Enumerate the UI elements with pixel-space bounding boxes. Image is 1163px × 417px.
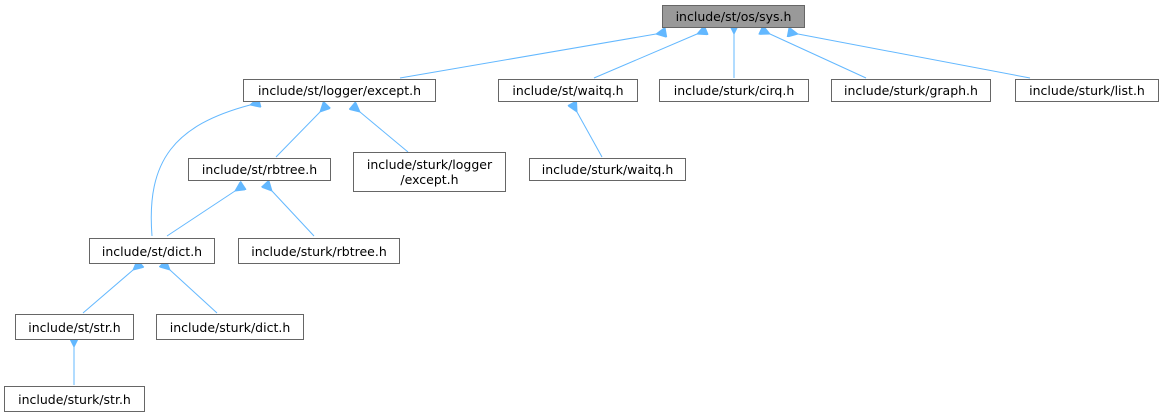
edge-waitq-to-sys	[593, 34, 697, 79]
node-sturk-logger-except-h-line2: /except.h	[400, 172, 459, 187]
node-sturk-str-h[interactable]: include/sturk/str.h	[4, 386, 145, 412]
node-sturk-list-h[interactable]: include/sturk/list.h	[1015, 79, 1159, 102]
node-sturk-cirq-h[interactable]: include/sturk/cirq.h	[659, 79, 809, 102]
node-dict-h[interactable]: include/st/dict.h	[89, 238, 215, 264]
node-sturk-graph-h[interactable]: include/sturk/graph.h	[831, 79, 991, 102]
edge-sturk-rbtree-to-rbtree	[272, 191, 315, 237]
edge-graph-to-sys	[770, 34, 867, 79]
edge-list-to-sys	[798, 34, 1031, 79]
edge-sturk-dict-to-dict	[170, 270, 218, 314]
node-sturk-logger-except-h[interactable]: include/sturk/logger /except.h	[353, 152, 506, 192]
node-sturk-cirq-h-label: include/sturk/cirq.h	[673, 83, 795, 98]
node-sturk-graph-h-label: include/sturk/graph.h	[844, 83, 978, 98]
node-sturk-rbtree-h-label: include/sturk/rbtree.h	[251, 243, 387, 259]
node-sturk-dict-h[interactable]: include/sturk/dict.h	[156, 314, 304, 340]
node-sys-h-label: include/st/os/sys.h	[675, 9, 792, 24]
edges	[74, 34, 1031, 385]
node-waitq-h[interactable]: include/st/waitq.h	[498, 79, 638, 102]
node-rbtree-h-label: include/st/rbtree.h	[201, 162, 318, 177]
node-str-h-label: include/st/str.h	[28, 319, 121, 335]
node-str-h[interactable]: include/st/str.h	[15, 314, 134, 340]
node-sys-h[interactable]: include/st/os/sys.h	[662, 5, 805, 28]
edge-sturk-waitq-to-waitq	[577, 112, 603, 158]
node-sturk-rbtree-h[interactable]: include/sturk/rbtree.h	[238, 238, 400, 264]
node-sturk-waitq-h[interactable]: include/sturk/waitq.h	[529, 158, 686, 181]
node-rbtree-h[interactable]: include/st/rbtree.h	[188, 158, 331, 181]
node-sturk-logger-except-h-line1: include/sturk/logger	[366, 157, 493, 172]
node-sturk-str-h-label: include/sturk/str.h	[18, 391, 131, 407]
node-waitq-h-label: include/st/waitq.h	[512, 83, 624, 98]
edge-dict-to-except	[150, 105, 250, 237]
edge-rbtree-to-except	[275, 112, 320, 158]
node-dict-h-label: include/st/dict.h	[101, 243, 203, 259]
edge-dict-to-rbtree	[166, 191, 235, 237]
node-logger-except-h[interactable]: include/st/logger/except.h	[243, 79, 436, 102]
edge-sturk-except-to-except	[360, 112, 409, 153]
node-sturk-list-h-label: include/sturk/list.h	[1029, 83, 1145, 98]
node-logger-except-h-label: include/st/logger/except.h	[257, 83, 422, 98]
node-sturk-waitq-h-label: include/sturk/waitq.h	[541, 162, 674, 177]
edge-except-to-sys	[399, 34, 656, 79]
node-sturk-dict-h-label: include/sturk/dict.h	[169, 319, 291, 335]
edge-str-to-dict	[82, 270, 133, 314]
